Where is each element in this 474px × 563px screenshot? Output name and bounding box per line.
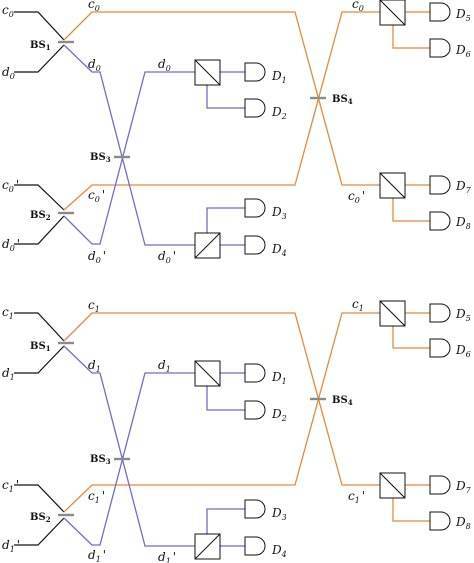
path-c1p (63, 312, 380, 513)
label-bs4-bottom: BS4 (332, 395, 353, 407)
label-bs3-bottom: BS3 (90, 454, 111, 466)
pbs-lower-right-bottom (379, 472, 406, 499)
detector-D2-bottom (244, 400, 266, 420)
label-c1-after-bs1: c1 (88, 298, 100, 314)
label-D5: D5 (455, 7, 471, 23)
label-c1p-input: c1' (2, 478, 19, 494)
detector-D7-bottom (429, 475, 451, 495)
label-c0-after-bs4: c0 (352, 0, 364, 13)
input-c0p (14, 184, 65, 211)
input-c0 (14, 11, 65, 41)
label-c1p-after-bs2: c1' (88, 489, 105, 505)
detector-D8 (429, 211, 451, 231)
lower-right-splitter-to-D8-bottom (392, 497, 430, 522)
label-bs1: BS1 (30, 40, 51, 52)
label-d1-after-bs1: d1 (88, 358, 101, 374)
path-d0p (63, 71, 195, 245)
detector-D7 (429, 175, 451, 195)
detector-D1 (244, 62, 266, 82)
label-d1p-input: d1' (2, 538, 20, 554)
lower-splitter-to-D3 (206, 207, 245, 233)
label-d0-after-bs3: d0 (158, 57, 171, 73)
label-bs3: BS3 (90, 152, 111, 164)
input-c1 (14, 312, 65, 342)
label-d1p-after-bs3: d1' (158, 550, 176, 563)
path-c1 (63, 312, 380, 486)
path-c0p (63, 11, 380, 211)
pbs-upper-right (379, 0, 406, 26)
label-D7-bottom: D7 (455, 479, 472, 495)
label-d0-after-bs1: d0 (88, 57, 101, 73)
label-bs2: BS2 (30, 210, 51, 222)
pbs-upper-middle (194, 59, 221, 86)
upper-splitter-to-D2 (206, 84, 245, 109)
label-c1p-after-bs4: c1' (348, 489, 365, 505)
label-bs1-bottom: BS1 (30, 341, 51, 353)
path-d0 (63, 44, 195, 246)
detector-D4 (244, 235, 266, 255)
label-bs4: BS4 (332, 94, 353, 106)
upper-right-splitter-to-D6 (392, 24, 430, 49)
path-c0 (63, 11, 380, 186)
label-D7: D7 (455, 179, 472, 195)
label-D4: D4 (271, 242, 287, 258)
label-D3-bottom: D3 (271, 506, 287, 522)
upper-right-splitter-to-D6-bottom (392, 325, 430, 349)
detector-D3-bottom (244, 499, 266, 519)
bottom-panel: c1 d1 c1' d1' c1 d1 d1 c1' d1' d1' c1 c1… (2, 297, 472, 563)
label-d0p-input: d0' (2, 237, 20, 253)
label-c1-after-bs4: c1 (352, 297, 364, 313)
label-c1-input: c1 (2, 305, 14, 321)
input-c1p (14, 484, 65, 513)
path-d1p (63, 372, 195, 546)
label-d0p-after-bs3: d0' (158, 249, 176, 265)
pbs-lower-middle-bottom (194, 533, 221, 560)
label-D4-bottom: D4 (271, 543, 287, 559)
input-d1 (14, 345, 65, 374)
label-D2-bottom: D2 (271, 407, 287, 423)
label-D3: D3 (271, 205, 287, 221)
detector-D8-bottom (429, 511, 451, 531)
detector-D3 (244, 198, 266, 218)
lower-right-splitter-to-D8 (392, 197, 430, 222)
label-D6-bottom: D6 (455, 343, 471, 359)
pbs-upper-right-bottom (379, 300, 406, 327)
detector-D1-bottom (244, 363, 266, 383)
input-d0 (14, 44, 65, 73)
top-panel: c0 d0 c0' d0' c0 d0 d0 c0' d0' d0' c0 c0… (2, 0, 472, 265)
lower-splitter-to-D3-bottom (206, 508, 245, 534)
label-d0p-after-bs2: d0' (88, 249, 106, 265)
label-D5-bottom: D5 (455, 307, 471, 323)
pbs-lower-right (379, 172, 406, 199)
detector-D4-bottom (244, 536, 266, 556)
input-d0p (14, 215, 65, 245)
detector-D6 (429, 38, 451, 58)
label-c0p-input: c0' (2, 178, 19, 194)
detector-D6-bottom (429, 338, 451, 358)
label-D1-bottom: D1 (271, 370, 287, 386)
label-D2: D2 (271, 105, 287, 121)
label-c0p-after-bs2: c0' (88, 188, 105, 204)
pbs-lower-middle (194, 232, 221, 259)
input-d1p (14, 517, 65, 546)
label-c0-after-bs1: c0 (88, 0, 100, 13)
pbs-upper-middle-bottom (194, 360, 221, 387)
label-d1-after-bs3: d1 (158, 358, 171, 374)
label-D6: D6 (455, 43, 471, 59)
detector-D5-bottom (429, 303, 451, 323)
detector-D2 (244, 98, 266, 118)
label-d1p-after-bs2: d1' (88, 548, 106, 563)
label-d1-input: d1 (2, 366, 15, 382)
label-d0-input: d0 (2, 65, 15, 81)
label-bs2-bottom: BS2 (30, 512, 51, 524)
label-D1: D1 (271, 69, 287, 85)
detector-D5 (429, 2, 451, 22)
label-c0-input: c0 (2, 3, 14, 19)
label-D8: D8 (455, 215, 471, 231)
label-D8-bottom: D8 (455, 515, 471, 531)
path-d1 (63, 345, 195, 547)
upper-splitter-to-D2-bottom (206, 385, 245, 411)
label-c0p-after-bs4: c0' (348, 189, 365, 205)
